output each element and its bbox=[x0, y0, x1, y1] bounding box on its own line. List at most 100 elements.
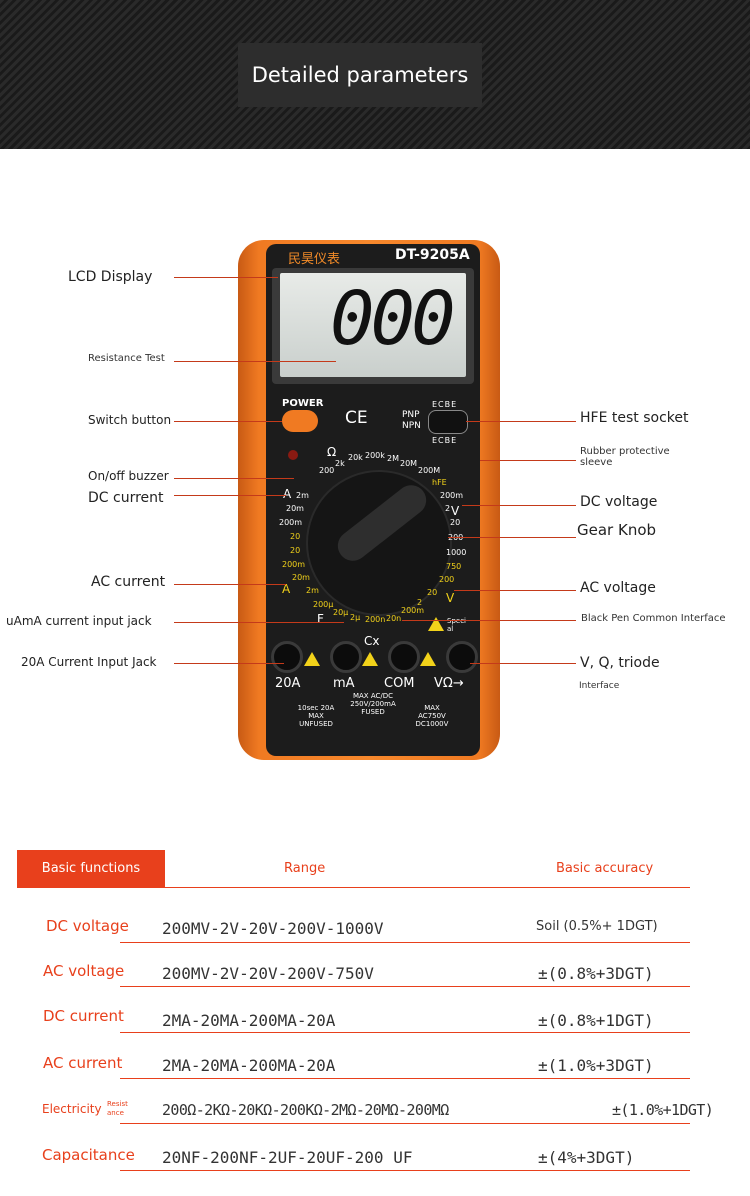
hfe-socket[interactable] bbox=[428, 410, 468, 434]
jack-20a[interactable] bbox=[271, 641, 303, 673]
callout-gear-knob: Gear Knob bbox=[577, 521, 657, 539]
jack-ma-label: mA bbox=[333, 676, 355, 691]
leader-line bbox=[402, 620, 576, 621]
jack-com[interactable] bbox=[388, 641, 420, 673]
range-aca-200m: 200m bbox=[282, 560, 306, 569]
range-200: 200 bbox=[319, 466, 335, 475]
leader-line bbox=[174, 584, 286, 585]
header-underline bbox=[150, 887, 690, 888]
range-cap-200n: 200n bbox=[365, 615, 386, 624]
jack-com-label: COM bbox=[384, 676, 415, 691]
range-200k: 200k bbox=[365, 451, 385, 460]
fine-print-left: 10sec 20A MAX UNFUSED bbox=[297, 704, 335, 728]
callout-lcd-display: LCD Display bbox=[68, 269, 153, 285]
callout-ac-current: AC current bbox=[91, 574, 166, 590]
range-ac-v: V bbox=[446, 591, 455, 605]
row-ac-voltage-accuracy: ±(0.8%+3DGT) bbox=[538, 964, 654, 983]
range-acv-200m: 200m bbox=[401, 606, 425, 615]
row-ac-current-name: AC current bbox=[43, 1054, 123, 1072]
range-dcv-1000: 1000 bbox=[446, 548, 467, 557]
range-cx: Cx bbox=[364, 634, 380, 648]
range-acv-200: 200 bbox=[439, 575, 455, 584]
buzzer-led bbox=[288, 450, 298, 460]
header-basic-accuracy: Basic accuracy bbox=[556, 861, 654, 876]
jack-20a-label: 20A bbox=[275, 676, 301, 691]
row-dc-voltage-name: DC voltage bbox=[46, 917, 129, 935]
leader-line bbox=[454, 590, 576, 591]
special-label: Speci al bbox=[447, 617, 466, 633]
range-dcv-20: 20 bbox=[450, 518, 461, 527]
lcd-screen bbox=[280, 273, 466, 377]
range-200m: 200M bbox=[418, 466, 441, 475]
row-ac-current-accuracy: ±(1.0%+3DGT) bbox=[538, 1056, 654, 1075]
row-resistance-range: 200Ω-2KΩ-20KΩ-200KΩ-2MΩ-20MΩ-200MΩ bbox=[162, 1101, 449, 1119]
warning-icon bbox=[420, 652, 436, 666]
leader-line bbox=[470, 663, 576, 664]
row-ac-voltage-name: AC voltage bbox=[43, 962, 125, 980]
range-aca-20: 20 bbox=[290, 546, 301, 555]
leader-line bbox=[448, 537, 576, 538]
range-20k: 20k bbox=[348, 453, 363, 462]
range-cap-f: F bbox=[317, 612, 324, 626]
callout-hfe-socket: HFE test socket bbox=[580, 410, 689, 426]
row-capacitance-name: Capacitance bbox=[42, 1146, 135, 1164]
row-capacitance-range: 20NF-200NF-2UF-20UF-200 UF bbox=[162, 1148, 413, 1167]
power-label: POWER bbox=[282, 398, 324, 409]
brand-logo: 民昊仪表 bbox=[288, 252, 341, 267]
power-button[interactable] bbox=[282, 410, 318, 432]
leader-line bbox=[174, 478, 294, 479]
callout-resistance-test: Resistance Test bbox=[88, 353, 165, 364]
row-ac-current-range: 2MA-20MA-200MA-20A bbox=[162, 1056, 336, 1075]
socket-top-label: ECBE bbox=[432, 400, 458, 409]
lcd-digits: 000 bbox=[330, 276, 456, 362]
range-ac-a: A bbox=[282, 582, 291, 596]
table-header-box bbox=[17, 850, 165, 888]
callout-black-pen: Black Pen Common Interface bbox=[581, 613, 726, 624]
fine-print-right: MAX AC750V DC1000V bbox=[415, 704, 449, 728]
range-dca-2m: 2m bbox=[296, 491, 309, 500]
row-dc-current-range: 2MA-20MA-200MA-20A bbox=[162, 1011, 336, 1030]
row-divider bbox=[120, 1032, 690, 1033]
range-hfe: hFE bbox=[432, 478, 447, 487]
row-dc-voltage-accuracy: Soil (0.5%+ 1DGT) bbox=[536, 919, 658, 934]
header-title-box bbox=[238, 43, 482, 107]
socket-bottom-label: ECBE bbox=[432, 436, 458, 445]
range-dcv-2: 2 bbox=[445, 504, 451, 513]
range-20m: 20M bbox=[400, 459, 418, 468]
jack-v-ohm[interactable] bbox=[446, 641, 478, 673]
row-capacitance-accuracy: ±(4%+3DGT) bbox=[538, 1148, 635, 1167]
leader-line bbox=[174, 622, 344, 623]
callout-dc-voltage: DC voltage bbox=[580, 494, 658, 510]
leader-line bbox=[174, 277, 278, 278]
range-acv-20: 20 bbox=[427, 588, 438, 597]
leader-line bbox=[174, 495, 286, 496]
range-2k: 2k bbox=[335, 459, 345, 468]
range-cap-20n: 20n bbox=[386, 614, 402, 623]
callout-20a-jack: 20A Current Input Jack bbox=[21, 655, 157, 669]
range-acv-750: 750 bbox=[446, 562, 462, 571]
row-divider bbox=[120, 942, 690, 943]
callout-buzzer: On/off buzzer bbox=[88, 469, 169, 483]
range-aca-20m: 20m bbox=[292, 573, 310, 582]
header-basic-functions: Basic functions bbox=[41, 861, 141, 876]
range-dc-v: V bbox=[451, 504, 460, 518]
range-dca-200m: 200m bbox=[279, 518, 303, 527]
callout-rubber-sleeve: Rubber protective sleeve bbox=[580, 446, 670, 468]
row-divider bbox=[120, 1170, 690, 1171]
range-dc-a: A bbox=[283, 487, 292, 501]
leader-line bbox=[480, 460, 576, 461]
range-acv-2: 2 bbox=[417, 598, 423, 607]
leader-line bbox=[462, 505, 576, 506]
row-divider bbox=[120, 986, 690, 987]
jack-ma[interactable] bbox=[330, 641, 362, 673]
row-ac-voltage-range: 200MV-2V-20V-200V-750V bbox=[162, 964, 374, 983]
npn-label: NPN bbox=[402, 421, 421, 431]
row-dc-voltage-range: 200MV-2V-20V-200V-1000V bbox=[162, 919, 384, 938]
row-resistance-name: Electricity bbox=[42, 1102, 102, 1116]
range-dca-20m: 20m bbox=[286, 504, 304, 513]
leader-line bbox=[174, 663, 284, 664]
leader-line bbox=[174, 421, 282, 422]
callout-v-q-triode: V, Q, triode bbox=[580, 655, 660, 671]
range-cap-2u: 2μ bbox=[350, 613, 361, 622]
